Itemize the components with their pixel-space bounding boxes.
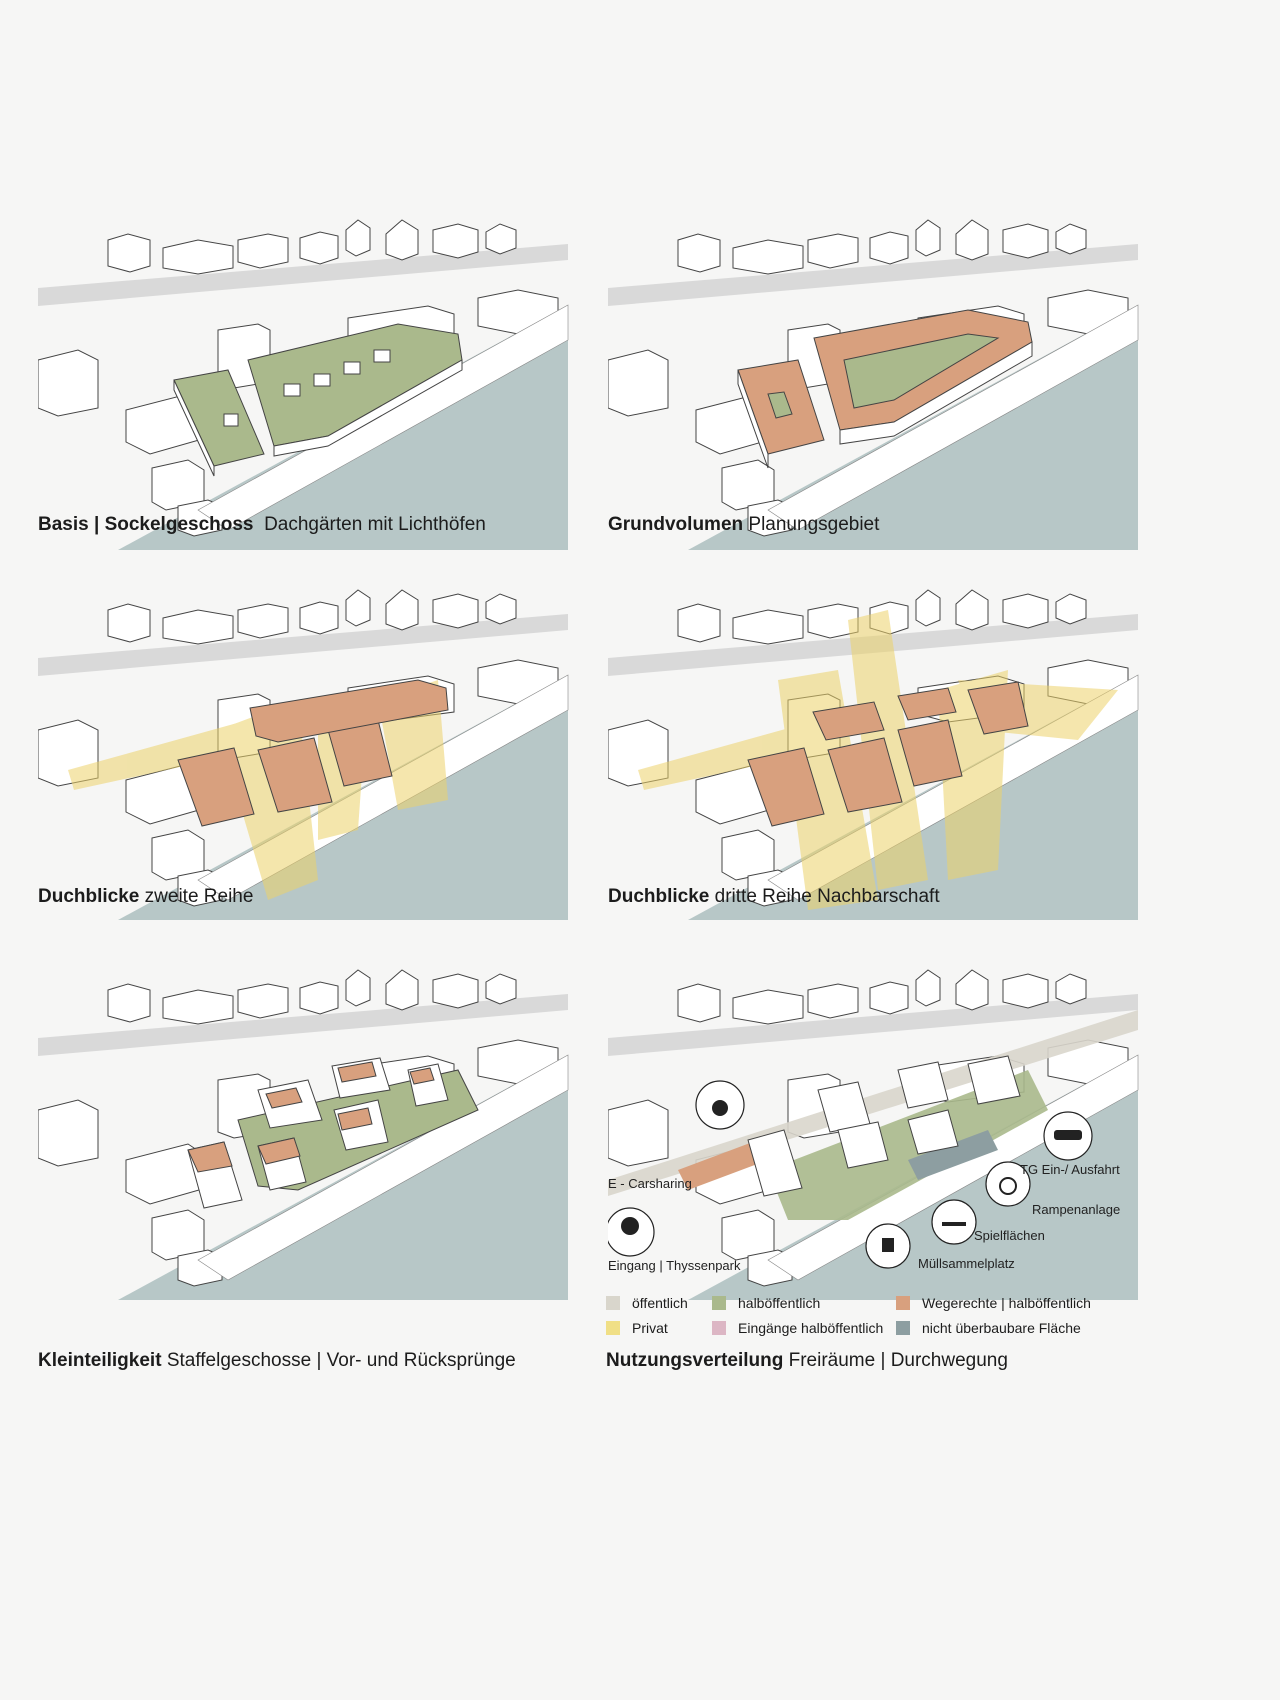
- diagram-basis: [38, 210, 618, 550]
- diagram-kleinteiligkeit: [38, 960, 618, 1300]
- legend-swatch: [712, 1296, 726, 1310]
- legend-swatch: [606, 1296, 620, 1310]
- caption-duchblicke-zweite-reihe: Duchblicke zweite Reihe: [38, 886, 254, 907]
- diagram-duchblicke-dritte-reihe: [608, 580, 1188, 920]
- diagram-duchblicke-zweite-reihe: [38, 580, 618, 920]
- legend-item-eingaenge: Eingänge halböffentlich: [712, 1320, 883, 1336]
- diagram-grundvolumen: [608, 210, 1188, 550]
- label-carsharing: E - Carsharing: [608, 1176, 692, 1191]
- legend-item-nicht-ueberbaubar: nicht überbaubare Fläche: [896, 1320, 1081, 1336]
- caption-duchblicke-dritte-reihe: Duchblicke dritte Reihe Nachbarschaft: [608, 886, 940, 907]
- trash-icon: [882, 1238, 894, 1252]
- label-spiel: Spielflächen: [974, 1228, 1045, 1243]
- playground-icon: [942, 1222, 966, 1226]
- carsharing-icon: [712, 1100, 728, 1116]
- caption-grundvolumen: Grundvolumen Planungsgebiet: [608, 514, 880, 535]
- legend-item-oeffentlich: öffentlich: [606, 1295, 688, 1311]
- wheelchair-circle: [985, 1161, 1031, 1207]
- label-eingang: Eingang | Thyssenpark: [608, 1258, 741, 1273]
- caption-kleinteiligkeit: Kleinteiligkeit Staffelgeschosse | Vor- …: [38, 1350, 516, 1371]
- legend-swatch: [896, 1296, 910, 1310]
- label-tg: TG Ein-/ Ausfahrt: [1020, 1162, 1120, 1177]
- car-icon: [1054, 1130, 1082, 1140]
- legend-item-privat: Privat: [606, 1320, 668, 1336]
- caption-nutzungsverteilung: Nutzungsverteilung Freiräume | Durchwegu…: [606, 1350, 1008, 1371]
- legend-item-wegerechte: Wegerechte | halböffentlich: [896, 1295, 1091, 1311]
- legend-swatch: [606, 1321, 620, 1335]
- label-rampe: Rampenanlage: [1032, 1202, 1120, 1217]
- label-muell: Müllsammelplatz: [918, 1256, 1015, 1271]
- tree-icon: [621, 1217, 639, 1235]
- diagram-nutzungsverteilung: E - Carsharing Eingang | Thyssenpark TG …: [608, 960, 1188, 1300]
- caption-basis: Basis | Sockelgeschoss Dachgärten mit Li…: [38, 514, 486, 535]
- legend-swatch: [712, 1321, 726, 1335]
- wheelchair-icon: [999, 1177, 1017, 1195]
- legend-swatch: [896, 1321, 910, 1335]
- legend-item-halboeffentlich: halböffentlich: [712, 1295, 820, 1311]
